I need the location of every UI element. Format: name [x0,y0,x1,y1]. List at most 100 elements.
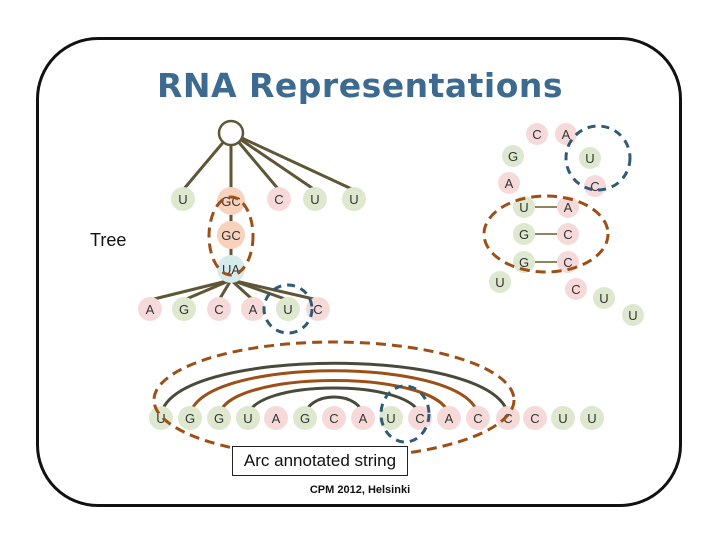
structure-node-label: U [628,308,637,323]
seq-node-label: C [530,411,539,426]
seq-node-label: U [558,411,567,426]
slide-frame [36,37,682,507]
seq-node-label: C [329,411,338,426]
structure-node-label: U [599,291,608,306]
tree-level-4: A G C A U C [138,297,330,321]
seq-node-1 [178,406,202,430]
structure-node-u-left [489,271,511,293]
seq-node-4 [264,406,288,430]
structure-node-label: U [495,275,504,290]
tree-node-l2-0 [217,221,245,249]
tree-node-label: G [179,302,189,317]
tree-node-l4-4 [276,297,300,321]
structure-node-g-pair [513,223,535,245]
seq-node-label: C [415,411,424,426]
seq-node-12 [496,406,520,430]
structure-node-label: C [532,127,541,142]
seq-node-0 [149,406,173,430]
seq-node-label: A [359,411,368,426]
structure-node-label: G [519,227,529,242]
structure-node-label: C [590,179,599,194]
structure-node-label: A [564,200,573,215]
seq-node-5 [293,406,317,430]
seq-node-2 [207,406,231,430]
seq-node-label: C [473,411,482,426]
tree-node-l4-2 [207,297,231,321]
seq-node-10 [437,406,461,430]
tree-level-2: GC [217,221,245,249]
seq-node-8 [379,406,403,430]
tree-node-label: A [146,302,155,317]
seq-node-label: A [445,411,454,426]
seq-node-label: G [185,411,195,426]
string-highlight-circle [379,384,431,444]
tree-node-label: U [178,192,187,207]
tree-node-l1-3 [303,187,327,211]
tree-node-label: U [283,302,292,317]
tree-node-l4-3 [241,297,265,321]
structure-node-c-pair [557,223,579,245]
seq-node-7 [351,406,375,430]
tree-root-node [217,119,245,147]
structure-node-a-left [498,172,520,194]
seq-node-label: G [214,411,224,426]
tree-node-l3-0 [217,255,245,283]
structure-node-c-top [526,123,548,145]
tree-node-label: U [310,192,319,207]
arc-gray-mid [246,386,422,419]
seq-node-label: A [272,411,281,426]
structure-node-label: C [571,282,580,297]
tree-node-label: C [313,302,322,317]
structure-node-a-pair [557,196,579,218]
structure-node-label: A [505,176,514,191]
structure-node-label: G [519,255,529,270]
seq-node-11 [466,406,490,430]
seq-node-label: G [300,411,310,426]
structure-node-c-tail [565,278,587,300]
structure-node-g-top [502,145,524,167]
structure-highlight-ellipse [482,194,610,274]
structure-node-c-right [584,175,606,197]
seq-node-label: U [587,411,596,426]
tree-node-l4-1 [172,297,196,321]
arc-gray-outer [159,361,510,419]
footer-caption: CPM 2012, Helsinki [309,484,411,496]
tree-node-l1-4 [342,187,366,211]
string-highlight-ellipse [152,340,516,460]
tree-node-l4-0 [138,297,162,321]
tree-level-1: U GC C U U [171,187,366,215]
seq-node-3 [236,406,260,430]
tree-node-l1-0 [171,187,195,211]
seq-node-15 [580,406,604,430]
slide-title: RNA Representations [156,66,564,105]
arc-brown-1 [188,369,480,419]
structure-node-label: U [585,151,594,166]
tree-node-label: GC [221,228,241,243]
tree-node-l1-1 [217,187,245,215]
seq-node-14 [551,406,575,430]
structure-node-label: C [563,255,572,270]
seq-node-13 [523,406,547,430]
seq-node-label: C [503,411,512,426]
structure-node-label: U [519,200,528,215]
structure-node-u-tail [593,287,615,309]
tree-node-label: U [349,192,358,207]
arc-brown-2 [217,379,451,419]
tree-highlight-ellipse [207,195,255,277]
tree-highlight-circle [262,283,314,335]
tree-node-label: C [274,192,283,207]
seq-node-9 [408,406,432,430]
structure-node-label: A [562,127,571,142]
seq-node-6 [322,406,346,430]
structure-node-g-pair-2 [513,251,535,273]
seq-node-label: U [156,411,165,426]
tree-edges [149,131,355,302]
structure-node-u-loop [579,147,601,169]
structure-node-label: C [563,227,572,242]
seq-node-label: U [386,411,395,426]
structure-node-u-tail-2 [622,304,644,326]
seq-node-label: U [243,411,252,426]
tree-node-label: C [214,302,223,317]
arc-annotated-label: Arc annotated string [232,446,408,476]
